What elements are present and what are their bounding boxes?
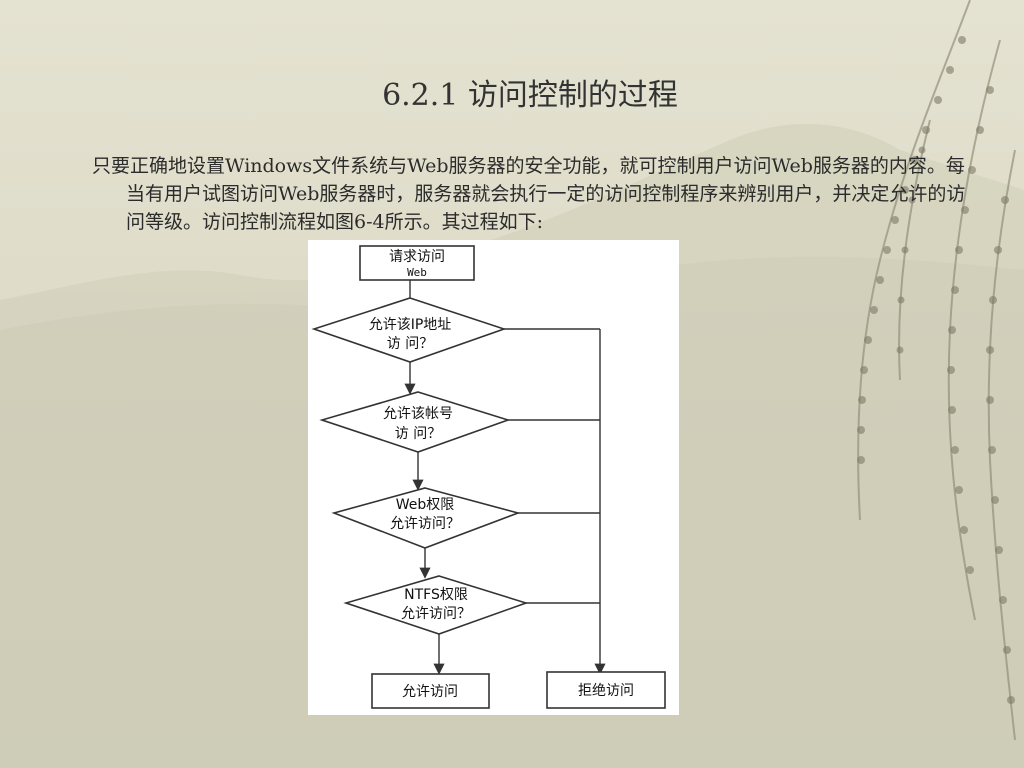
decision-1-line1: 允许该IP地址 — [369, 317, 452, 333]
start-label-line2: Web — [407, 266, 427, 279]
allow-access-label: 允许访问 — [402, 684, 458, 700]
start-label-line1: 请求访问 — [389, 249, 445, 265]
deny-access-label: 拒绝访问 — [578, 683, 634, 699]
decision-1-line2: 访 问？ — [387, 336, 433, 352]
flowchart-svg: 请求访问 Web 允许该IP地址 访 问？ 允许该帐号 访 问？ Web权限 允… — [311, 245, 666, 709]
flowchart-figure: 请求访问 Web 允许该IP地址 访 问？ 允许该帐号 访 问？ Web权限 允… — [308, 240, 679, 715]
decision-2-line1: 允许该帐号 — [383, 406, 453, 422]
allow-access-node: 允许访问 — [371, 673, 490, 709]
decision-3-line2: 允许访问？ — [390, 516, 460, 532]
deny-access-node: 拒绝访问 — [546, 671, 666, 709]
decision-3-line1: Web权限 — [396, 497, 455, 513]
decision-account: 允许该帐号 访 问？ — [319, 391, 511, 453]
slide-body-text: 只要正确地设置Windows文件系统与Web服务器的安全功能，就可控制用户访问W… — [92, 155, 966, 233]
decision-2-line2: 访 问？ — [395, 426, 441, 442]
decision-web-permission: Web权限 允许访问？ — [331, 487, 521, 549]
start-node: 请求访问 Web — [359, 245, 475, 281]
slide-title: 6.2.1 访问控制的过程 — [382, 78, 678, 113]
decision-4-line2: 允许访问？ — [401, 606, 471, 622]
decision-ip-address: 允许该IP地址 访 问？ — [311, 297, 507, 363]
decision-ntfs-permission: NTFS权限 允许访问？ — [343, 575, 529, 635]
decision-4-line1: NTFS权限 — [404, 587, 468, 603]
